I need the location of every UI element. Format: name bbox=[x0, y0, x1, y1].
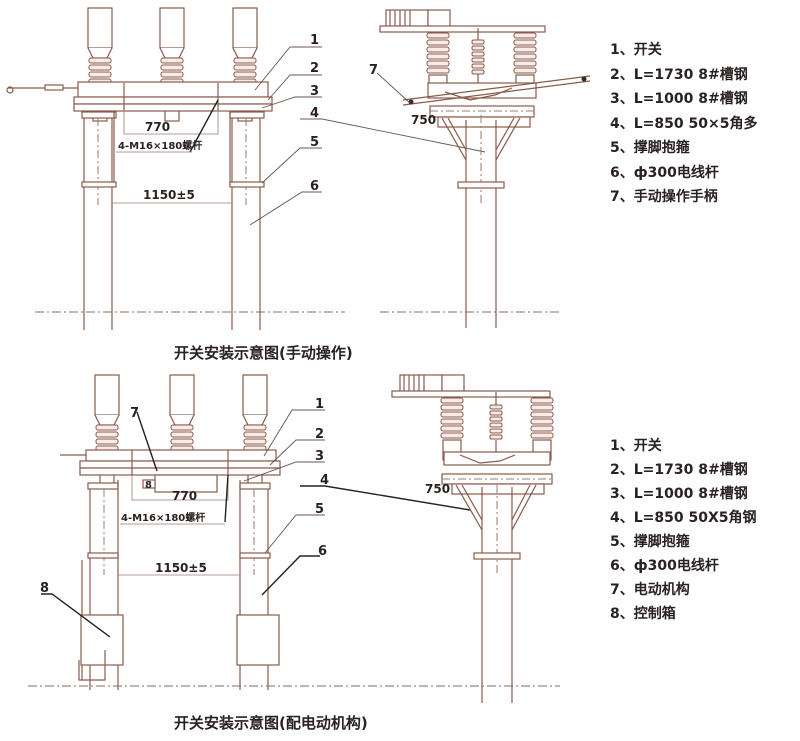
control-box bbox=[80, 614, 124, 666]
legend-item: 2、L=1730 8#槽钢 bbox=[610, 462, 748, 478]
callout-7: 7 bbox=[369, 63, 378, 78]
dim-1150-b: 1150±5 bbox=[155, 561, 207, 575]
legend-item: 8、控制箱 bbox=[610, 606, 676, 622]
callout-1: 1 bbox=[310, 33, 319, 48]
dim-small-8: 8 bbox=[145, 480, 152, 491]
channel-steel-1730 bbox=[73, 96, 273, 105]
top-front-view: 770 4-M16×180螺杆 1150±5 1 2 3 4 5 6 bbox=[6, 7, 486, 330]
callout-8-b: 8 bbox=[40, 581, 49, 596]
legend-item: 7、手动操作手柄 bbox=[610, 189, 718, 205]
legend-item: 1、开关 bbox=[610, 42, 662, 58]
callout-4: 4 bbox=[310, 106, 319, 121]
switch-body bbox=[77, 81, 269, 98]
dim-1150: 1150±5 bbox=[143, 188, 195, 202]
legend-item: 5、撑脚抱箍 bbox=[610, 534, 690, 550]
legend-item: 2、L=1730 8#槽钢 bbox=[610, 66, 748, 83]
caption-bottom: 开关安装示意图(配电动机构) bbox=[174, 714, 368, 732]
dim-750-b: 750 bbox=[425, 482, 450, 496]
callout-6-b: 6 bbox=[318, 544, 327, 559]
legend-top: 1、开关 2、L=1730 8#槽钢 3、L=1000 8#槽钢 4、L=850… bbox=[610, 38, 757, 210]
legend-item: 3、L=1000 8#槽钢 bbox=[610, 91, 748, 107]
callout-3: 3 bbox=[310, 84, 319, 99]
legend-item: 3、L=1000 8#槽钢 bbox=[610, 486, 748, 502]
callout-6: 6 bbox=[310, 179, 319, 194]
dim-750: 750 bbox=[411, 113, 436, 127]
channel-steel-1000 bbox=[73, 103, 273, 112]
legend-item: 7、电动机构 bbox=[610, 582, 690, 598]
control-box-right bbox=[236, 614, 280, 666]
callout-2-b: 2 bbox=[315, 427, 324, 442]
callout-1-b: 1 bbox=[315, 397, 324, 412]
callout-2: 2 bbox=[310, 61, 319, 76]
dim-bolts: 4-M16×180螺杆 bbox=[118, 139, 202, 152]
callout-4-b: 4 bbox=[320, 473, 329, 488]
legend-item: 5、撑脚抱箍 bbox=[610, 140, 690, 156]
legend-bottom: 1、开关 2、L=1730 8#槽钢 3、L=1000 8#槽钢 4、L=850… bbox=[610, 434, 757, 626]
caption-top: 开关安装示意图(手动操作) bbox=[174, 344, 353, 362]
hoop-right bbox=[229, 181, 265, 188]
bottom-side-view: 750 bbox=[391, 374, 554, 703]
mechanism-box bbox=[385, 9, 429, 28]
legend-item: 1、开关 bbox=[610, 438, 662, 454]
top-side-view: 750 7 bbox=[369, 9, 591, 328]
legend-item: 4、L=850 50X5角钢 bbox=[610, 510, 757, 526]
dim-770-b: 770 bbox=[172, 489, 197, 503]
callout-7-b: 7 bbox=[130, 406, 139, 421]
dim-bolts-b: 4-M16×180螺杆 bbox=[121, 511, 205, 524]
legend-item: 6、ф300电线杆 bbox=[610, 164, 719, 181]
hoop-left bbox=[81, 181, 117, 188]
legend-item: 4、L=850 50×5角多 bbox=[610, 115, 758, 132]
legend-item: 6、ф300电线杆 bbox=[610, 558, 719, 574]
callout-5-b: 5 bbox=[315, 502, 324, 517]
handle-rod-side bbox=[402, 75, 591, 101]
bottom-front-view: 7 8 770 4-M16×180螺杆 1150±5 1 2 bbox=[28, 374, 560, 690]
dim-770: 770 bbox=[145, 120, 170, 134]
callout-3-b: 3 bbox=[315, 449, 324, 464]
callout-5: 5 bbox=[310, 135, 319, 150]
